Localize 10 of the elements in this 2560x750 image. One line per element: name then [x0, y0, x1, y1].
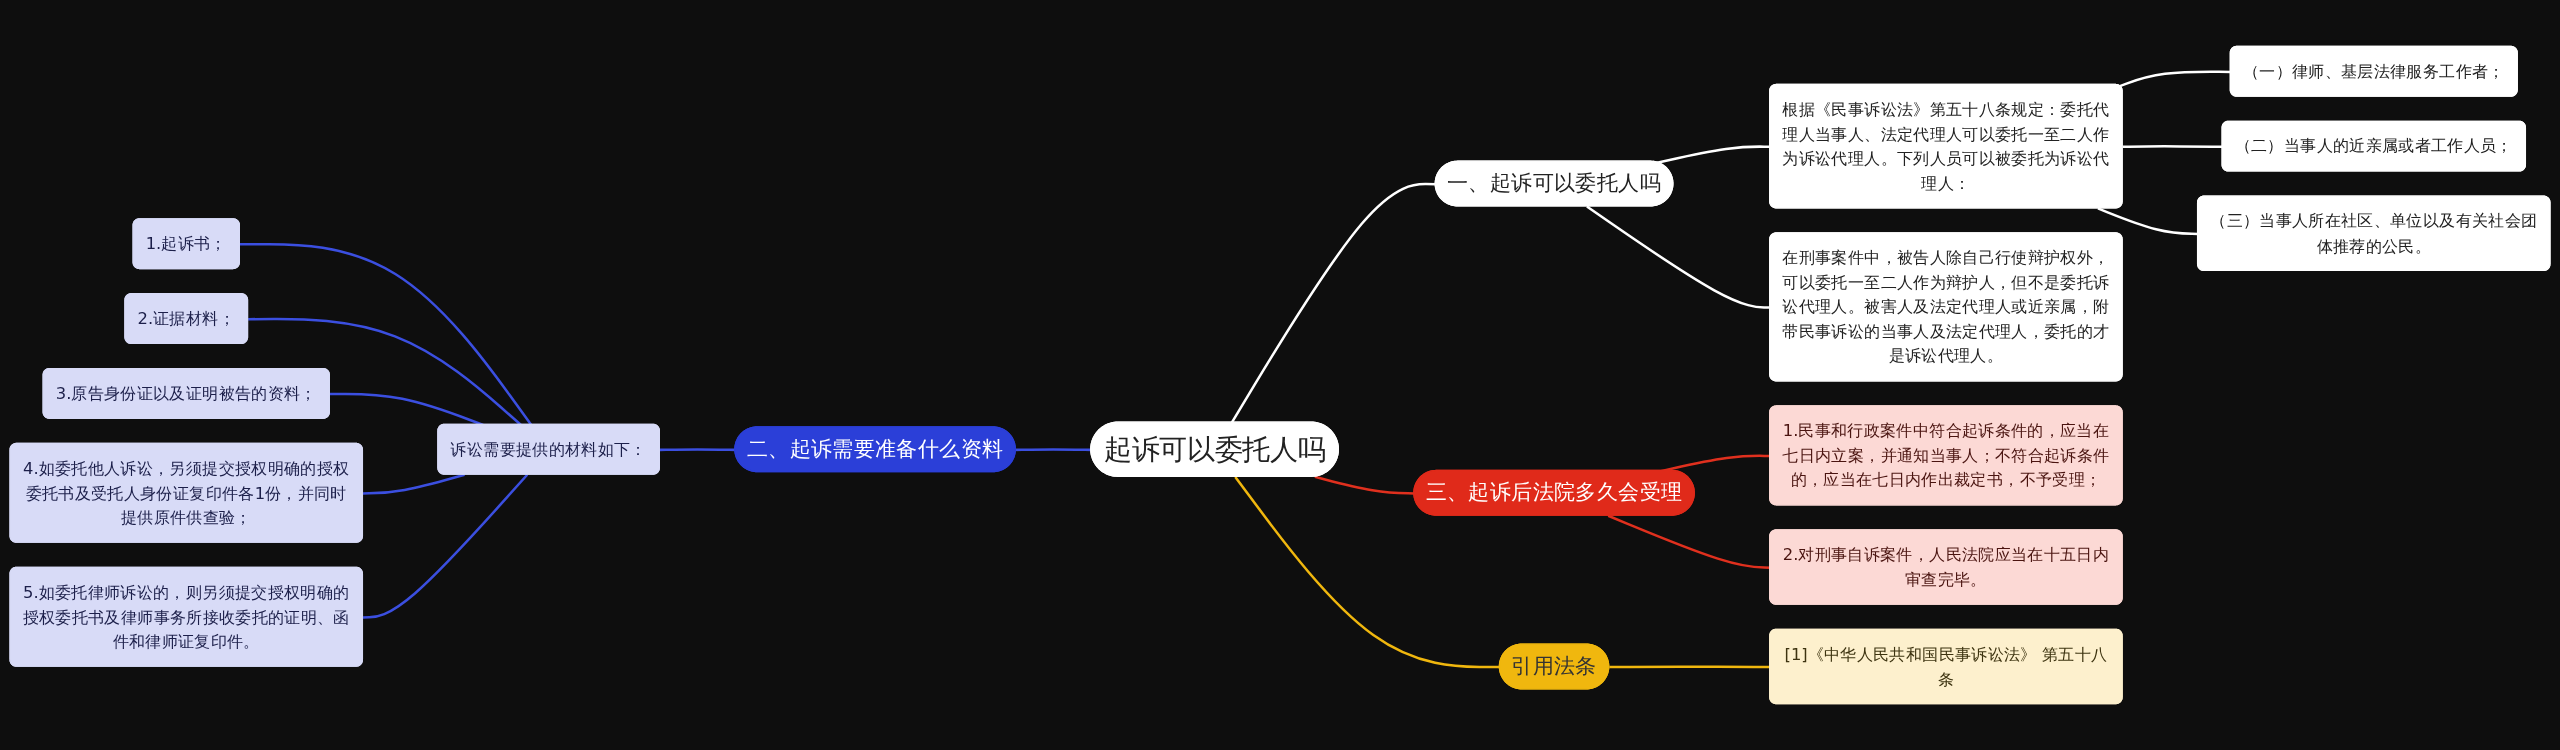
connector — [248, 317, 522, 426]
connector — [2122, 145, 2223, 149]
connector — [239, 242, 533, 426]
connector — [659, 448, 736, 452]
connector — [2119, 70, 2231, 88]
connector — [1314, 475, 1415, 495]
connector — [1230, 182, 1436, 424]
connector — [363, 473, 465, 495]
connector — [1015, 448, 1092, 452]
connector — [363, 473, 529, 619]
